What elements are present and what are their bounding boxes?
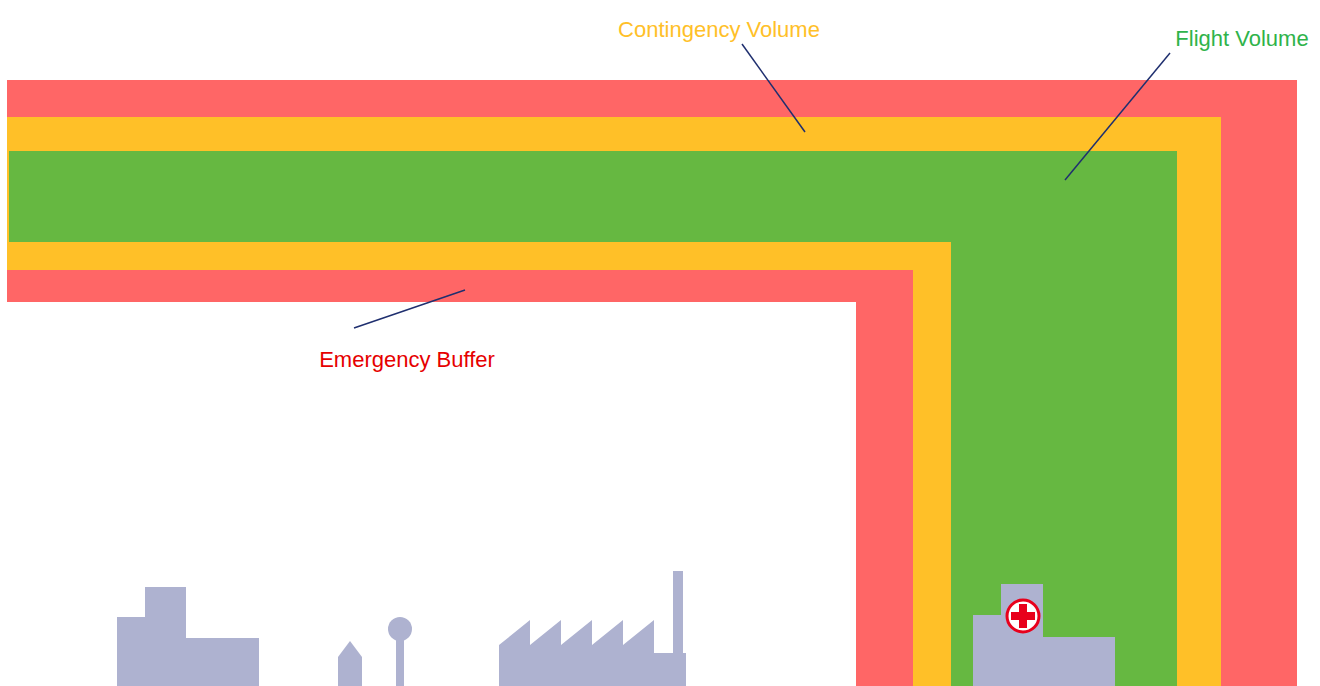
callout-label: Contingency Volume [618,17,820,43]
tree-trunk [396,635,404,686]
leader-line [1065,53,1170,180]
leader-line [354,290,465,328]
callout-label: Flight Volume [1175,26,1308,52]
buildings [117,571,1115,686]
house [338,641,362,686]
office-building [117,587,259,686]
hospital-cross [1007,600,1039,632]
hospital [973,584,1115,686]
emergency-buffer-band [7,80,1297,686]
callout-label: Emergency Buffer [319,347,495,373]
flight-volume-band [9,151,1177,686]
contingency-volume-band [7,117,1221,686]
leader-line [742,44,805,132]
factory [499,571,686,686]
leader-lines [354,44,1170,328]
